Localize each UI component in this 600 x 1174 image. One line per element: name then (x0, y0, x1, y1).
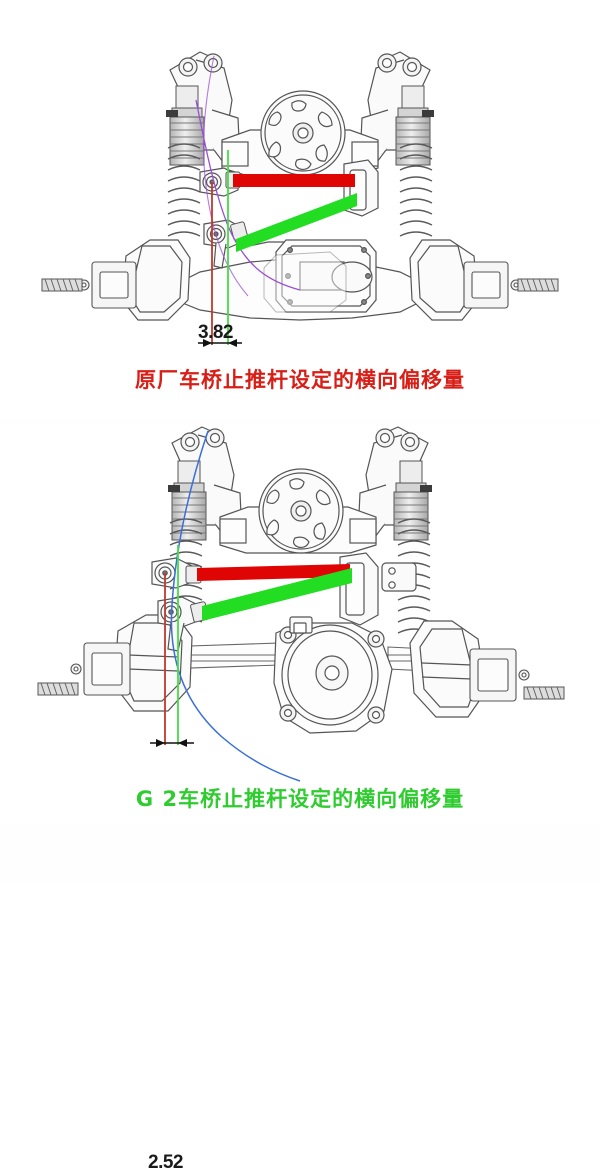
shock-absorber-right (395, 85, 434, 166)
steering-knuckle-right (409, 620, 487, 718)
crankshaft-damper-pulley (260, 90, 346, 176)
steering-knuckle-right (409, 239, 479, 321)
dimension-label-g2: 2.52 (148, 1152, 183, 1173)
brake-caliper-right (469, 648, 530, 702)
crankshaft-damper-pulley (258, 468, 344, 554)
caption-g2-axle: G 2车桥止推杆设定的横向偏移量 (135, 787, 465, 811)
axle-shaft-right (523, 686, 565, 700)
g2-swing-arc (170, 430, 301, 782)
stock-track-bar-red (233, 174, 355, 187)
shock-absorber-left (166, 85, 205, 166)
lower-housing-detail (263, 251, 347, 313)
stock-track-bar-red (197, 564, 350, 581)
coil-spring-right (399, 143, 433, 237)
dimension-label-stock: 3.82 (198, 322, 233, 343)
axle-shaft-left (41, 278, 83, 292)
brake-caliper-left (78, 261, 137, 309)
brake-caliper-right (463, 261, 522, 309)
differential-housing-round (273, 616, 393, 734)
axle-shaft-right (517, 278, 559, 292)
modified-track-bar-green (236, 193, 357, 252)
g2-axle-drawing (0, 425, 600, 825)
modified-track-bar-green (202, 568, 352, 621)
dimension-line-382 (198, 339, 242, 347)
differential-housing-square (179, 239, 421, 321)
stock-swing-arc-secondary (203, 55, 249, 297)
stock-axle-panel: 3.82 (0, 0, 600, 420)
stock-axle-drawing (0, 0, 600, 420)
coil-spring-left (167, 143, 201, 237)
caption-stock-axle: 原厂车桥止推杆设定的横向偏移量 (135, 368, 465, 392)
brake-caliper-left (70, 642, 131, 696)
shock-absorber-right (393, 460, 432, 541)
g2-axle-panel: 2.52 (0, 425, 600, 1173)
axle-shaft-left (37, 682, 79, 696)
dimension-line-252 (150, 739, 194, 747)
